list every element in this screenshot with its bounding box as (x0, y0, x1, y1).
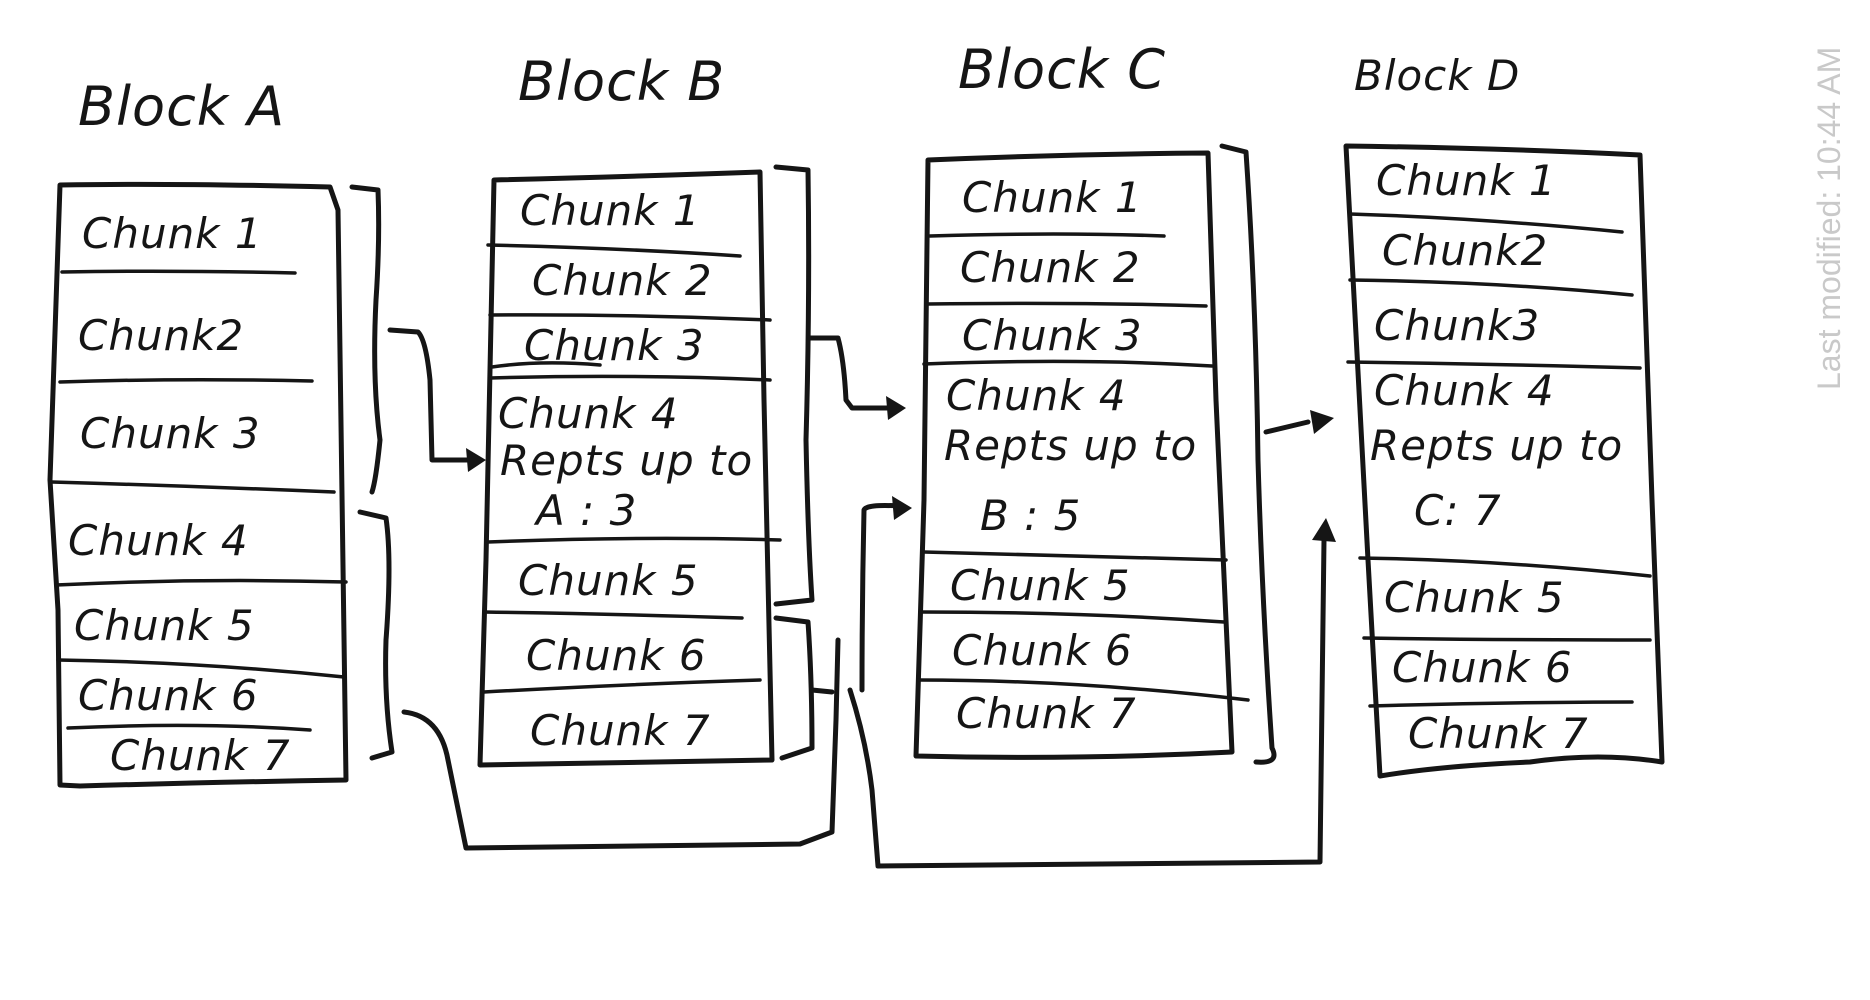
block-b-chunk-6: Chunk 6 (526, 631, 707, 680)
block-c-chunk-4-note: Repts up to (944, 421, 1197, 470)
block-d-title: Block D (1354, 51, 1520, 100)
block-a-chunk-2: Chunk2 (78, 311, 244, 360)
block-b-divider-4 (486, 536, 782, 544)
block-c-divider-3 (922, 359, 1214, 368)
block-a-title: Block A (78, 75, 285, 138)
connector-b-to-c-ref-rise (859, 503, 903, 693)
block-a-divider-4 (54, 578, 348, 587)
block-a-chunk-6: Chunk 6 (78, 671, 259, 720)
block-a-divider-2 (58, 377, 314, 384)
connector-a-to-b-chunk4 (387, 327, 481, 463)
block-a-chunk-5: Chunk 5 (74, 601, 255, 650)
block-d-divider-5 (1362, 636, 1652, 642)
block-a-divider-6 (66, 723, 312, 732)
block-c-chunk-3: Chunk 3 (962, 311, 1143, 360)
block-a-chunk-7: Chunk 7 (110, 731, 291, 780)
block-c-divider-6 (916, 678, 1250, 702)
block-c-chunk-4-ref: B : 5 (980, 491, 1081, 540)
block-d-chunk-4-note: Repts up to (1370, 421, 1623, 470)
block-b-divider-2 (488, 313, 772, 322)
block-a-outline (47, 181, 349, 789)
block-b-chunk-4-note: Repts up to (500, 436, 753, 485)
block-b-underline-chunk-3 (490, 361, 602, 369)
arrowhead-a-to-b (466, 448, 486, 472)
block-b-bracket-upper (773, 164, 815, 607)
block-d-chunk-5: Chunk 5 (1384, 573, 1565, 622)
block-c: Block C Chunk 1 Chunk 2 Chunk 3 Chunk 4 … (913, 38, 1250, 760)
block-c-chunk-6: Chunk 6 (952, 626, 1133, 675)
block-c-divider-1 (928, 232, 1166, 238)
block-c-outline (913, 150, 1235, 760)
connector-b-to-d (847, 537, 1327, 869)
block-d-divider-6 (1368, 700, 1634, 708)
block-a-divider-3 (50, 480, 336, 494)
block-a-chunk-1: Chunk 1 (82, 209, 263, 258)
block-b-chunk-2: Chunk 2 (532, 256, 713, 305)
block-b-chunk-1: Chunk 1 (520, 186, 701, 235)
block-b-chunk-4: Chunk 4 (498, 389, 679, 438)
block-d-chunk-6: Chunk 6 (1392, 643, 1573, 692)
block-c-divider-4 (922, 550, 1228, 562)
block-a: Block A Chunk 1 Chunk2 Chunk 3 Chunk 4 C… (47, 75, 349, 789)
block-d-chunk-2: Chunk2 (1382, 226, 1548, 275)
block-c-divider-2 (926, 301, 1208, 308)
block-a-chunk-3: Chunk 3 (80, 409, 261, 458)
block-d-divider-1 (1348, 212, 1624, 234)
block-b-chunk-5: Chunk 5 (518, 556, 699, 605)
block-a-divider-5 (56, 658, 346, 679)
block-a-bracket-lower (357, 509, 395, 761)
block-b-chunk-3: Chunk 3 (524, 321, 705, 370)
block-d-chunk-4: Chunk 4 (1374, 366, 1555, 415)
block-b-title: Block B (518, 50, 725, 113)
block-d-outline (1343, 143, 1665, 779)
connector-b-to-c-chunk4 (807, 335, 899, 411)
block-c-chunk-4: Chunk 4 (946, 371, 1127, 420)
block-d-divider-3 (1346, 360, 1642, 370)
block-b: Block B Chunk 1 Chunk 2 Chunk 3 Chunk 4 … (477, 50, 782, 768)
block-c-bracket (1219, 143, 1277, 765)
block-c-title: Block C (958, 38, 1166, 101)
block-c-chunk-5: Chunk 5 (950, 561, 1131, 610)
block-d-divider-2 (1348, 278, 1634, 297)
arrowhead-b-to-d (1312, 518, 1336, 542)
block-d-chunk-7: Chunk 7 (1408, 709, 1589, 758)
connector-c-to-d-chunk4 (1263, 419, 1311, 435)
last-modified-watermark: Last modified: 10:44 AM (1811, 47, 1847, 390)
block-c-divider-5 (920, 610, 1226, 624)
arrowhead-b-ref (892, 496, 912, 520)
connector-b-to-c-ref (809, 687, 835, 695)
block-b-divider-1 (486, 243, 742, 258)
arrowhead-b-to-c (886, 396, 906, 420)
block-a-chunk-4: Chunk 4 (68, 516, 249, 565)
block-d-chunk-3: Chunk3 (1374, 301, 1540, 350)
block-b-bracket-lower (773, 615, 815, 761)
block-d: Block D Chunk 1 Chunk2 Chunk3 Chunk 4 Re… (1343, 51, 1665, 779)
connector-a-to-c (401, 637, 841, 851)
block-d-chunk-1: Chunk 1 (1376, 156, 1557, 205)
block-c-chunk-1: Chunk 1 (962, 173, 1143, 222)
block-b-divider-6 (482, 678, 762, 694)
block-c-chunk-7: Chunk 7 (956, 689, 1137, 738)
block-b-chunk-4-ref: A : 3 (533, 486, 637, 535)
block-a-divider-1 (60, 269, 297, 275)
block-d-divider-4 (1358, 556, 1652, 578)
block-b-outline (477, 169, 775, 768)
block-d-chunk-4-ref: C: 7 (1414, 486, 1502, 535)
block-a-bracket-upper (349, 184, 383, 495)
block-b-chunk-7: Chunk 7 (530, 706, 711, 755)
arrowhead-c-to-d (1310, 410, 1334, 434)
block-b-divider-3 (488, 374, 772, 382)
block-c-chunk-2: Chunk 2 (960, 243, 1141, 292)
block-b-divider-5 (482, 610, 744, 620)
